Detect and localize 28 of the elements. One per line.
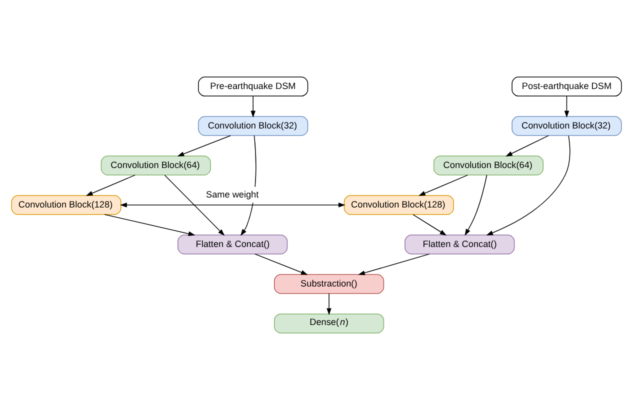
arrow bbox=[486, 134, 570, 235]
arrow bbox=[506, 134, 549, 156]
arrow bbox=[326, 292, 332, 315]
node-box: Convolution Block(32) bbox=[512, 116, 622, 136]
node-box: Convolution Block(64) bbox=[100, 155, 211, 175]
node-box: Dense(n) bbox=[274, 313, 384, 333]
arrow bbox=[177, 134, 231, 156]
node-box: Convolution Block(128) bbox=[344, 194, 454, 214]
arrow bbox=[250, 95, 256, 118]
arrow bbox=[358, 253, 430, 275]
arrow bbox=[464, 174, 488, 236]
arrow bbox=[564, 95, 570, 118]
node-box: Substraction() bbox=[274, 274, 384, 294]
node-box: Convolution Block(64) bbox=[433, 155, 544, 175]
arrow bbox=[86, 174, 136, 196]
node-box: Flatten & Concat() bbox=[178, 234, 288, 254]
node-box: Flatten & Concat() bbox=[404, 234, 515, 254]
arrow bbox=[412, 214, 447, 236]
node-box: Convolution Block(128) bbox=[11, 194, 122, 214]
arrow bbox=[120, 202, 346, 207]
arrow bbox=[164, 174, 225, 236]
node-box: Convolution Block(32) bbox=[198, 116, 308, 136]
arrow bbox=[104, 214, 196, 236]
arrow bbox=[254, 253, 308, 274]
arrow bbox=[418, 174, 468, 196]
node-box: Post-earthquake DSM bbox=[512, 76, 622, 96]
edge-label: Same weight bbox=[206, 188, 259, 199]
node-box: Pre-earthquake DSM bbox=[198, 76, 308, 96]
